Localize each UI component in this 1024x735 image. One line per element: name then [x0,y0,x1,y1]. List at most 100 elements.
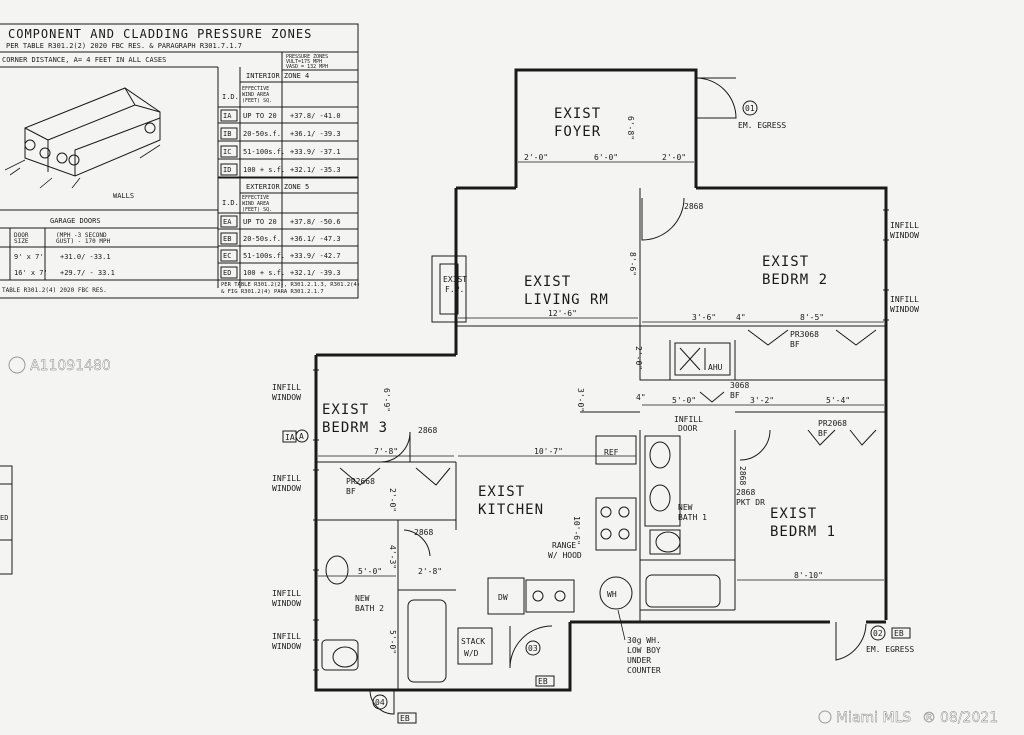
svg-text:5'-4": 5'-4" [826,396,850,405]
svg-text:2'-0": 2'-0" [388,488,397,512]
svg-text:GUST) - 170 MPH: GUST) - 170 MPH [56,238,111,245]
zone-value: +32.1/ -35.3 [290,166,341,174]
svg-text:3068: 3068 [730,381,749,390]
svg-text:INFILL: INFILL [272,474,301,483]
svg-text:WIND AREA: WIND AREA [242,201,269,207]
svg-text:2'-0": 2'-0" [662,153,686,162]
svg-text:5'-0": 5'-0" [672,396,696,405]
svg-text:EXIST: EXIST [443,275,467,284]
zone-id: EC [223,252,231,260]
svg-text:INFILL: INFILL [890,221,919,230]
svg-text:3'-6": 3'-6" [692,313,716,322]
mls-date-watermark: 08/2021 [940,710,998,726]
dimensions: 2'-0" 6'-0" 2'-0" 6'-8" 12'-6" 8'-6" 3'-… [318,116,884,654]
svg-text:DOOR: DOOR [14,232,29,239]
svg-text:STACK: STACK [461,637,485,646]
door-swings [339,77,877,715]
svg-text:2868: 2868 [738,466,747,485]
mls-id-watermark: A11091480 [30,358,111,374]
svg-text:PR2068: PR2068 [818,419,847,428]
svg-text:04: 04 [375,698,385,707]
table-subtitle: PER TABLE R301.2(2) 2020 FBC RES. & PARA… [6,42,242,50]
svg-text:RANGE: RANGE [552,541,576,550]
svg-text:PRESSURE ZONES: PRESSURE ZONES [286,54,328,60]
svg-text:BATH 2: BATH 2 [355,604,384,613]
room-bedrm2-line1: EXIST [762,254,809,270]
svg-text:BF: BF [346,487,356,496]
svg-text:BF: BF [730,391,740,400]
svg-text:2868: 2868 [418,426,437,435]
dw-label: DW [498,593,508,602]
garage-title: GARAGE DOORS [50,217,101,225]
svg-text:EFFECTIVE: EFFECTIVE [242,86,269,92]
svg-text:BATH 1: BATH 1 [678,513,707,522]
svg-text:8'-6": 8'-6" [628,252,637,276]
svg-text:2'-8": 2'-8" [418,567,442,576]
pressure-zone-table: COMPONENT AND CLADDING PRESSURE ZONES PE… [0,23,360,299]
svg-text:I.D.: I.D. [222,199,239,207]
zone-id: IA [223,112,232,120]
zone-value: +33.9/ -37.1 [290,148,341,156]
svg-text:INFILL: INFILL [272,632,301,641]
zone-value: +32.1/ -39.3 [290,269,341,277]
svg-text:8'-10": 8'-10" [794,571,823,580]
zone-area: 20-50s.f. [243,130,281,138]
svg-text:6'-9": 6'-9" [382,388,391,412]
svg-text:SIZE: SIZE [14,238,29,245]
zone-id: ID [223,166,231,174]
zone-area: 51-100s.f. [243,148,285,156]
svg-text:A: A [299,432,304,441]
svg-text:2868: 2868 [414,528,433,537]
zone-id: IC [223,148,231,156]
zone-area: UP TO 20 [243,218,277,226]
room-bedrm2-line2: BEDRM 2 [762,272,828,288]
svg-text:VULT=175 MPH: VULT=175 MPH [286,59,322,65]
svg-text:W/D: W/D [464,649,479,658]
svg-text:I.D.: I.D. [222,93,239,101]
svg-text:TABLE R301.2(4) 2020 FBC RES.: TABLE R301.2(4) 2020 FBC RES. [2,287,107,294]
svg-text:PR3068: PR3068 [790,330,819,339]
fixtures: AHU REF DW WH STACK W/D [321,342,731,683]
wh-label: WH [607,590,617,599]
svg-text:DOOR: DOOR [678,424,697,433]
garage-value: +31.0/ -33.1 [60,253,111,261]
mls-brand-watermark: Miami MLS [836,710,911,726]
svg-text:(MPH -3 SECOND: (MPH -3 SECOND [56,232,107,239]
room-foyer-line2: FOYER [554,124,601,140]
svg-text:WINDOW: WINDOW [890,231,919,240]
garage-door-rows: 9' x 7'+31.0/ -33.116' x 7'+29.7/ - 33.1 [14,253,115,277]
room-living-line2: LIVING RM [524,292,609,308]
svg-text:3'-2": 3'-2" [750,396,774,405]
corner-distance: CORNER DISTANCE, A= 4 FEET IN ALL CASES [2,56,166,64]
svg-text:INFILL: INFILL [890,295,919,304]
svg-text:ED: ED [0,514,8,522]
exterior-zone-header: EXTERIOR ZONE 5 [246,183,309,191]
room-kitchen-line2: KITCHEN [478,502,544,518]
room-bedrm3-line1: EXIST [322,402,369,418]
svg-text:02: 02 [873,629,883,638]
svg-text:WINDOW: WINDOW [272,599,301,608]
zone-value: +36.1/ -39.3 [290,130,341,138]
svg-text:& FIG R301.2(4) PARA R301.2.1.: & FIG R301.2(4) PARA R301.2.1.7 [221,289,324,295]
svg-text:INFILL: INFILL [674,415,703,424]
ref-label: REF [604,448,619,457]
svg-text:COUNTER: COUNTER [627,666,661,675]
svg-text:6'-8": 6'-8" [626,116,635,140]
svg-text:03: 03 [528,644,538,653]
svg-text:4": 4" [636,393,646,402]
svg-text:WINDOW: WINDOW [272,484,301,493]
svg-text:WINDOW: WINDOW [890,305,919,314]
svg-text:EM. EGRESS: EM. EGRESS [866,645,914,654]
svg-text:10'-6": 10'-6" [572,516,581,545]
zone-value: +33.9/ -42.7 [290,252,341,260]
svg-text:4'-3": 4'-3" [388,545,397,569]
svg-text:WINDOW: WINDOW [272,393,301,402]
svg-text:NEW: NEW [355,594,370,603]
svg-text:PR2668: PR2668 [346,477,375,486]
svg-text:2868: 2868 [684,202,703,211]
zone-id: IB [223,130,231,138]
svg-text:5'-0": 5'-0" [388,630,397,654]
